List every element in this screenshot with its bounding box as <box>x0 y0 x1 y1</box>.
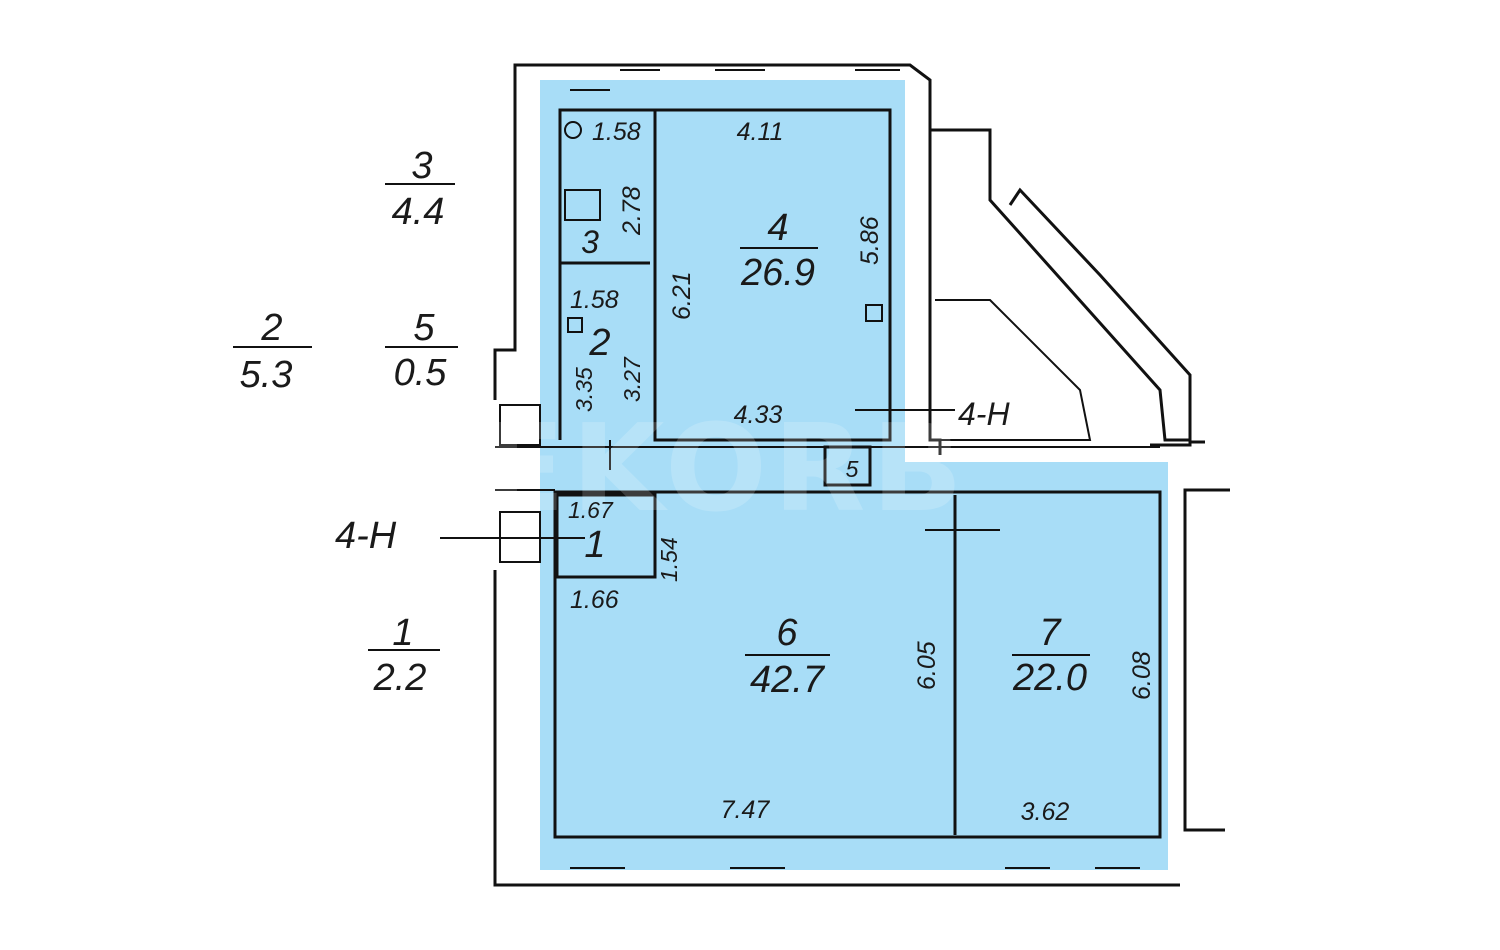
highlighted-unit <box>540 80 1168 870</box>
dim-1-67: 1.67 <box>568 497 614 523</box>
room-6-label: 6 42.7 <box>745 612 830 701</box>
outside-label-5: 5 0.5 <box>385 307 458 394</box>
outside-label-5-num: 5 <box>413 307 435 349</box>
outside-label-2-area: 5.3 <box>240 354 293 396</box>
bath-walls <box>558 108 655 440</box>
dim-1-54: 1.54 <box>656 537 682 582</box>
highlight-lower-block <box>540 462 1168 870</box>
sink-fixture <box>564 121 582 139</box>
stair-flight <box>935 299 1092 441</box>
outer-wall-right <box>1183 488 1230 832</box>
dim-3-35: 3.35 <box>571 367 597 412</box>
section-mark-left-label: 4-H <box>335 515 397 557</box>
dim-1-66: 1.66 <box>570 586 619 614</box>
room-4-label: 4 26.9 <box>740 207 818 294</box>
dim-6-21: 6.21 <box>668 271 696 320</box>
dim-4-11: 4.11 <box>737 118 784 146</box>
dim-1-58-top: 1.58 <box>592 118 641 146</box>
room-6-7-walls <box>553 490 1162 839</box>
room-6-num: 6 <box>776 612 798 654</box>
room-7-area: 22.0 <box>1012 657 1087 699</box>
dim-3-62: 3.62 <box>1021 798 1070 826</box>
highlight-upper-block <box>540 80 905 465</box>
dim-7-47: 7.47 <box>721 796 771 824</box>
room-4-num: 4 <box>767 207 788 249</box>
room-6-area: 42.7 <box>750 659 826 701</box>
building-walls <box>493 63 1230 887</box>
room-2-num: 2 <box>588 322 610 364</box>
interior-walls <box>495 108 1162 839</box>
outside-label-3-num: 3 <box>411 145 432 187</box>
room-7-label: 7 22.0 <box>1012 612 1090 699</box>
dimensions: 1.58 4.11 2.78 5.86 6.21 1.58 3.35 3.27 … <box>568 118 1156 826</box>
shaft-2 <box>567 317 583 333</box>
stair-wall <box>930 128 1192 442</box>
outside-label-1: 1 2.2 <box>368 612 440 699</box>
outer-wall-lower <box>493 570 1180 887</box>
dim-5-86: 5.86 <box>856 216 884 265</box>
room-5-num: 5 <box>846 456 859 482</box>
section-mark-right: 4-H <box>855 396 1010 432</box>
dim-1-58-mid: 1.58 <box>570 286 619 314</box>
room-7-num: 7 <box>1039 612 1062 654</box>
shaft-4 <box>865 304 883 322</box>
outside-label-3-area: 4.4 <box>392 191 445 233</box>
watermark: REKORB <box>385 400 969 539</box>
outside-label-3: 3 4.4 <box>385 145 455 233</box>
outside-label-2: 2 5.3 <box>233 307 312 396</box>
outside-label-5-area: 0.5 <box>394 352 448 394</box>
section-mark-right-label: 4-H <box>958 396 1010 432</box>
section-mark-left: 4-H <box>335 515 585 557</box>
outside-label-1-num: 1 <box>392 612 413 654</box>
room-4-area: 26.9 <box>740 252 815 294</box>
outside-label-2-num: 2 <box>260 307 282 349</box>
toilet-fixture <box>564 189 601 221</box>
dim-6-08: 6.08 <box>1128 651 1156 700</box>
room-4-walls <box>653 108 892 442</box>
room-1-num: 1 <box>584 524 605 566</box>
room-3-num: 3 <box>581 224 599 260</box>
left-opening-upper <box>499 404 541 446</box>
dim-6-05: 6.05 <box>913 641 941 690</box>
dim-3-27: 3.27 <box>619 356 645 402</box>
outside-label-1-area: 2.2 <box>373 657 427 699</box>
side-wall <box>1150 440 1205 447</box>
dim-4-33: 4.33 <box>734 401 783 429</box>
dim-2-78: 2.78 <box>618 186 646 236</box>
room-1-walls <box>555 493 657 579</box>
